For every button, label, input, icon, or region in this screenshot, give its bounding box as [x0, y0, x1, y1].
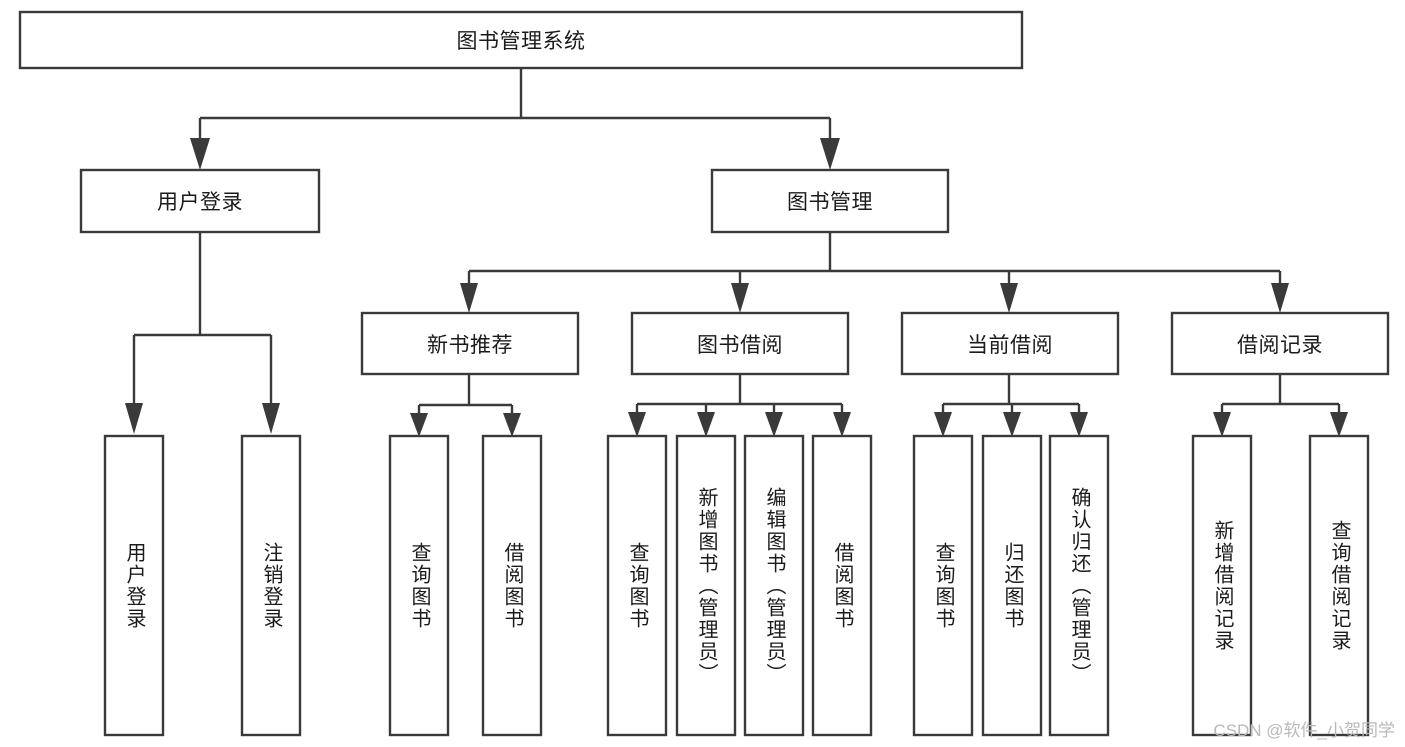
- arrow-head-leaf-query-book-b: [628, 412, 646, 437]
- connector-group-user-login: [125, 232, 280, 434]
- connector-group-root: [190, 68, 840, 170]
- node-box-leaf-logout[interactable]: [240, 434, 302, 737]
- node-box-leaf-query-book-a[interactable]: [388, 434, 450, 737]
- arrow-head-leaf-borrow-book-a: [503, 413, 521, 437]
- arrow-head-leaf-add-book: [697, 412, 715, 437]
- node-box-leaf-query-book-c[interactable]: [912, 434, 974, 737]
- arrow-head-current-borrow: [1000, 283, 1018, 313]
- arrow-head-leaf-logout: [262, 403, 280, 434]
- node-box-book-manage[interactable]: [710, 168, 950, 234]
- node-box-user-login[interactable]: [79, 168, 321, 234]
- connector-group-book-borrow: [628, 374, 851, 437]
- arrow-head-leaf-query-book-c: [934, 412, 952, 437]
- arrow-head-leaf-add-record: [1213, 412, 1231, 437]
- node-box-borrow-record[interactable]: [1170, 311, 1390, 376]
- arrow-head-book-borrow: [731, 283, 749, 313]
- arrow-head-leaf-borrow-book-b: [833, 412, 851, 437]
- connector-group-new-book-rec: [410, 374, 521, 437]
- node-box-leaf-confirm-return[interactable]: [1048, 434, 1110, 737]
- arrow-head-book-manage: [820, 138, 840, 170]
- node-box-leaf-add-record[interactable]: [1191, 434, 1253, 737]
- arrow-head-leaf-return-book: [1003, 412, 1021, 437]
- connector-group-borrow-record: [1213, 374, 1348, 437]
- arrow-head-leaf-edit-book: [765, 412, 783, 437]
- arrow-head-leaf-query-book-a: [410, 413, 428, 437]
- arrow-head-leaf-query-record: [1330, 412, 1348, 437]
- arrow-head-leaf-confirm-return: [1070, 412, 1088, 437]
- node-box-new-book-rec[interactable]: [360, 311, 580, 376]
- node-box-leaf-edit-book[interactable]: [743, 434, 805, 737]
- connector-group-current-borrow: [934, 374, 1088, 437]
- node-box-leaf-borrow-book-a[interactable]: [481, 434, 543, 737]
- node-box-root[interactable]: [18, 10, 1024, 70]
- arrow-head-new-book-rec: [460, 283, 478, 313]
- node-box-leaf-borrow-book-b[interactable]: [811, 434, 873, 737]
- node-box-current-borrow[interactable]: [900, 311, 1120, 376]
- arrow-head-user-login: [190, 138, 210, 170]
- connector-group-book-manage: [460, 232, 1289, 313]
- node-box-book-borrow[interactable]: [630, 311, 850, 376]
- arrow-head-borrow-record: [1271, 283, 1289, 313]
- node-box-leaf-return-book[interactable]: [981, 434, 1043, 737]
- node-box-leaf-query-book-b[interactable]: [606, 434, 668, 737]
- node-box-leaf-query-record[interactable]: [1308, 434, 1370, 737]
- node-box-leaf-user-login[interactable]: [103, 434, 165, 737]
- arrow-head-leaf-user-login: [125, 403, 143, 434]
- node-box-leaf-add-book[interactable]: [675, 434, 737, 737]
